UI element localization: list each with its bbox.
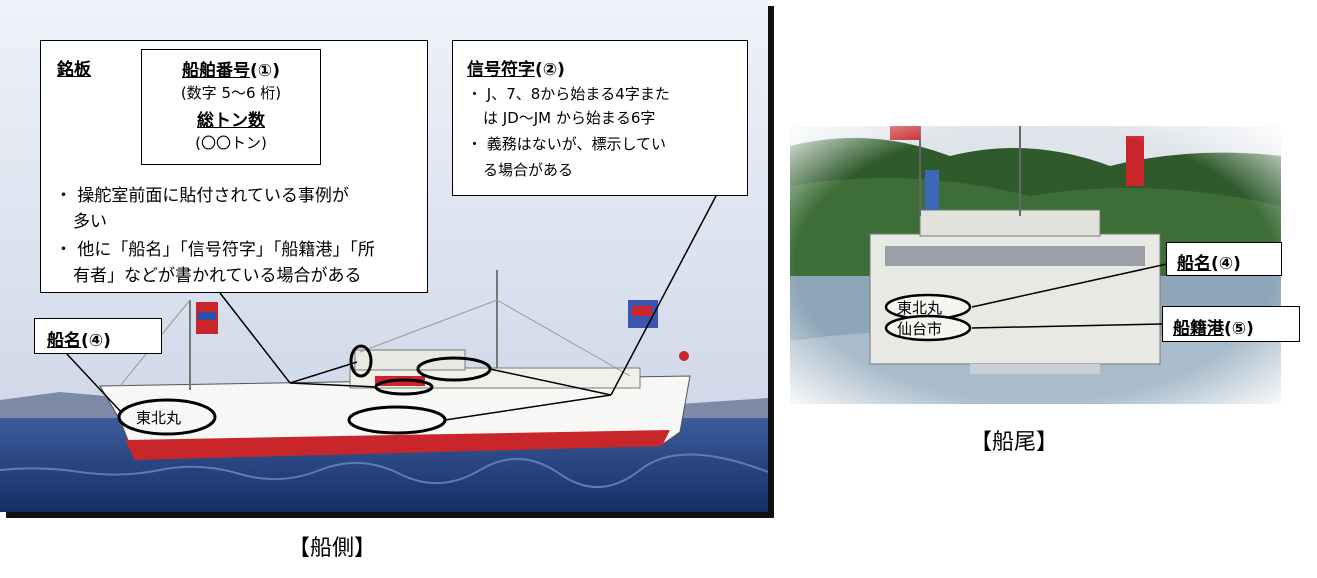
- side-view-caption: 【船側】: [288, 536, 377, 561]
- ship-name-callout: 船名(④): [34, 318, 162, 354]
- stern-port-suffix: (⑤): [1224, 319, 1254, 339]
- signal-code-label: 信号符字: [467, 60, 535, 80]
- signal-line-2: は JD〜JM から始まる6字: [483, 109, 656, 127]
- stern-view-photo: 東北丸 仙台市: [790, 126, 1281, 404]
- ship-name-heading: 船名(④): [47, 326, 111, 351]
- hull-painted-name: 東北丸: [136, 409, 182, 427]
- nameplate-heading: 銘板: [57, 60, 91, 80]
- stern-painted-name: 東北丸: [897, 299, 943, 317]
- signal-line-3: ・ 義務はないが、標示してい: [467, 135, 667, 153]
- signal-line-1: ・ J、7、8から始まる4字また: [467, 85, 670, 103]
- digits-note: (数字 5〜6 桁): [180, 84, 282, 102]
- signal-code-suffix: (②): [535, 60, 565, 80]
- stern-port-label: 船籍港: [1173, 319, 1224, 339]
- stern-port-callout: 船籍港(⑤): [1162, 306, 1300, 342]
- stern-port-heading: 船籍港(⑤): [1173, 314, 1254, 339]
- hull-number-line: 船舶番号(①): [142, 56, 320, 81]
- signal-code-callout: 信号符字(②) ・ J、7、8から始まる4字また は JD〜JM から始まる6字…: [452, 40, 748, 196]
- stern-ship-name-callout: 船名(④): [1166, 242, 1282, 276]
- nameplate-callout: 銘板 船舶番号(①) (数字 5〜6 桁) 総トン数 (〇〇トン) ・ 操舵室前…: [40, 40, 428, 293]
- side-view-photo: 銘板 船舶番号(①) (数字 5〜6 桁) 総トン数 (〇〇トン) ・ 操舵室前…: [0, 0, 768, 512]
- tonnage-note: (〇〇トン): [195, 134, 267, 152]
- stern-ship-name-suffix: (④): [1211, 254, 1241, 274]
- ship-name-suffix: (④): [81, 331, 111, 351]
- signal-line-4: る場合がある: [483, 161, 574, 179]
- stern-view-caption: 【船尾】: [970, 430, 1059, 455]
- stern-ship-name-heading: 船名(④): [1177, 249, 1241, 274]
- gross-tonnage-label: 総トン数: [197, 111, 265, 131]
- ship-name-label: 船名: [47, 331, 81, 351]
- hull-number-label: 船舶番号: [182, 61, 251, 81]
- hull-number-suffix: (①): [250, 61, 280, 81]
- ship-stern-illustration: [790, 126, 1281, 404]
- nameplate-inner-box: 船舶番号(①) (数字 5〜6 桁) 総トン数 (〇〇トン): [141, 49, 321, 165]
- stern-painted-port: 仙台市: [897, 320, 943, 338]
- nameplate-bullet-1a: ・ 操舵室前面に貼付されている事例が: [55, 186, 349, 206]
- signal-code-heading: 信号符字(②): [467, 55, 565, 80]
- nameplate-bullet-1b: 多い: [73, 212, 107, 232]
- stern-ship-name-label: 船名: [1177, 254, 1211, 274]
- nameplate-bullet-2a: ・ 他に「船名」「信号符字」「船籍港」「所: [55, 240, 375, 260]
- nameplate-bullet-2b: 有者」などが書かれている場合がある: [73, 266, 362, 286]
